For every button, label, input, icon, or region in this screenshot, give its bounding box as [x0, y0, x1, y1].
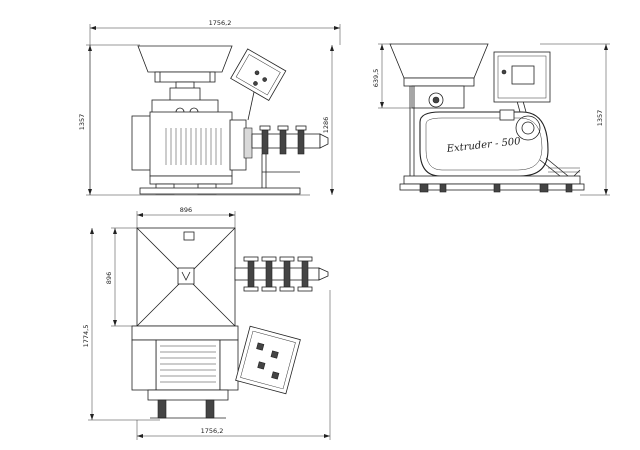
- top-control-box: [235, 325, 301, 395]
- top-motor: [155, 339, 221, 391]
- dim-front-inner-height: 1286: [322, 117, 330, 134]
- dim-top-width: 896: [180, 206, 192, 214]
- dim-top-inner: 896: [105, 272, 113, 284]
- dim-bottom-width: 1756,2: [201, 427, 224, 435]
- dim-front-width: 1756,2: [209, 19, 232, 27]
- dim-front-height: 1357: [78, 114, 86, 131]
- machine-label: Extruder - 500: [445, 136, 521, 155]
- side-hopper: [389, 43, 489, 79]
- dim-top-total: 1774,5: [82, 325, 90, 348]
- motor-endcap: [131, 115, 153, 171]
- dim-side-hopper: 639,5: [372, 69, 380, 88]
- belt-guard: [419, 111, 549, 177]
- front-view: 1756,2 1357 1286: [78, 19, 341, 196]
- dim-side-height: 1357: [596, 110, 604, 127]
- top-view: 896 896 1774,5 1756,2: [82, 206, 331, 440]
- hopper: [137, 45, 233, 73]
- side-view: 639,5 1357 Extruder - 500: [372, 43, 610, 196]
